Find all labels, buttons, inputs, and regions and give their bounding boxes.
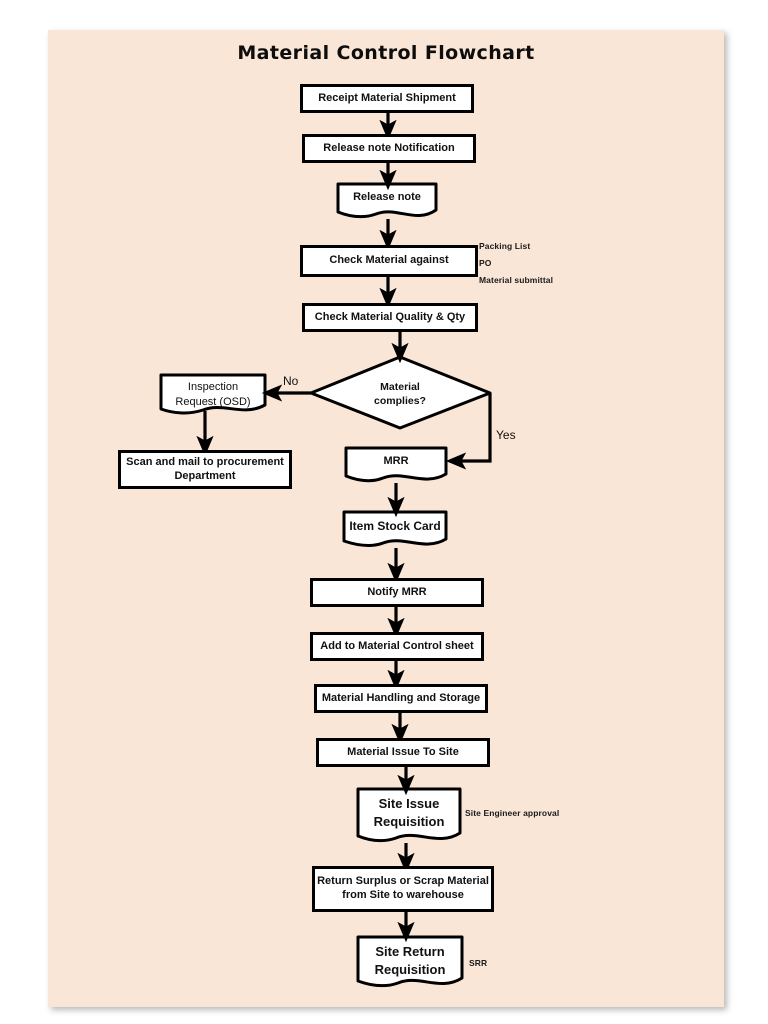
node-label: Receipt Material Shipment <box>318 91 456 104</box>
node-check-material-against[interactable]: Check Material against <box>300 245 478 277</box>
node-label-line2: Department <box>174 469 236 482</box>
node-material-complies-label: Material complies? <box>374 381 426 407</box>
node-scan-and-mail-to-procurement[interactable]: Scan and mail to procurement Department <box>118 450 292 489</box>
node-label-line1: Scan and mail to procurement <box>126 455 284 468</box>
node-return-surplus-or-scrap-material[interactable]: Return Surplus or Scrap Material from Si… <box>312 866 494 912</box>
node-item-stock-card-shape <box>342 510 448 548</box>
node-receipt-material-shipment[interactable]: Receipt Material Shipment <box>300 84 474 113</box>
node-inspection-request-shape <box>159 373 267 415</box>
node-release-note-shape <box>336 182 438 219</box>
node-label: Check Material Quality & Qty <box>314 310 466 323</box>
edge-n6-n9-yes <box>445 393 492 470</box>
node-label: Release note Notification <box>323 141 455 154</box>
annotation-po: PO <box>479 258 492 268</box>
node-label-line2: from Site to warehouse <box>342 889 464 901</box>
edge-label-yes: Yes <box>496 428 516 442</box>
annotation-site-engineer-approval: Site Engineer approval <box>465 808 560 818</box>
edge-label-no: No <box>283 374 299 388</box>
node-material-handling-and-storage[interactable]: Material Handling and Storage <box>314 684 488 713</box>
annotation-srr: SRR <box>469 958 488 968</box>
node-label: Check Material against <box>329 254 449 267</box>
annotation-packing-list: Packing List <box>479 241 531 251</box>
annotation-material-submittal: Material submittal <box>479 275 554 285</box>
page-title: Material Control Flowchart <box>237 42 535 64</box>
node-label: Add to Material Control sheet <box>320 639 474 652</box>
node-site-return-requisition-shape <box>356 935 464 988</box>
node-label: Material Handling and Storage <box>321 691 481 704</box>
node-label: Material Issue To Site <box>347 745 459 758</box>
node-label-line1: Return Surplus or Scrap Material <box>317 875 489 888</box>
node-release-note-notification[interactable]: Release note Notification <box>302 134 476 163</box>
node-check-material-quality-qty[interactable]: Check Material Quality & Qty <box>302 303 478 332</box>
node-material-complies-shape <box>309 355 492 430</box>
node-material-issue-to-site[interactable]: Material Issue To Site <box>316 738 490 767</box>
node-notify-mrr[interactable]: Notify MRR <box>310 578 484 607</box>
node-mrr-shape <box>344 446 448 483</box>
node-site-issue-requisition-shape <box>356 787 462 843</box>
node-add-to-material-control-sheet[interactable]: Add to Material Control sheet <box>310 632 484 661</box>
node-label: Notify MRR <box>367 585 427 598</box>
